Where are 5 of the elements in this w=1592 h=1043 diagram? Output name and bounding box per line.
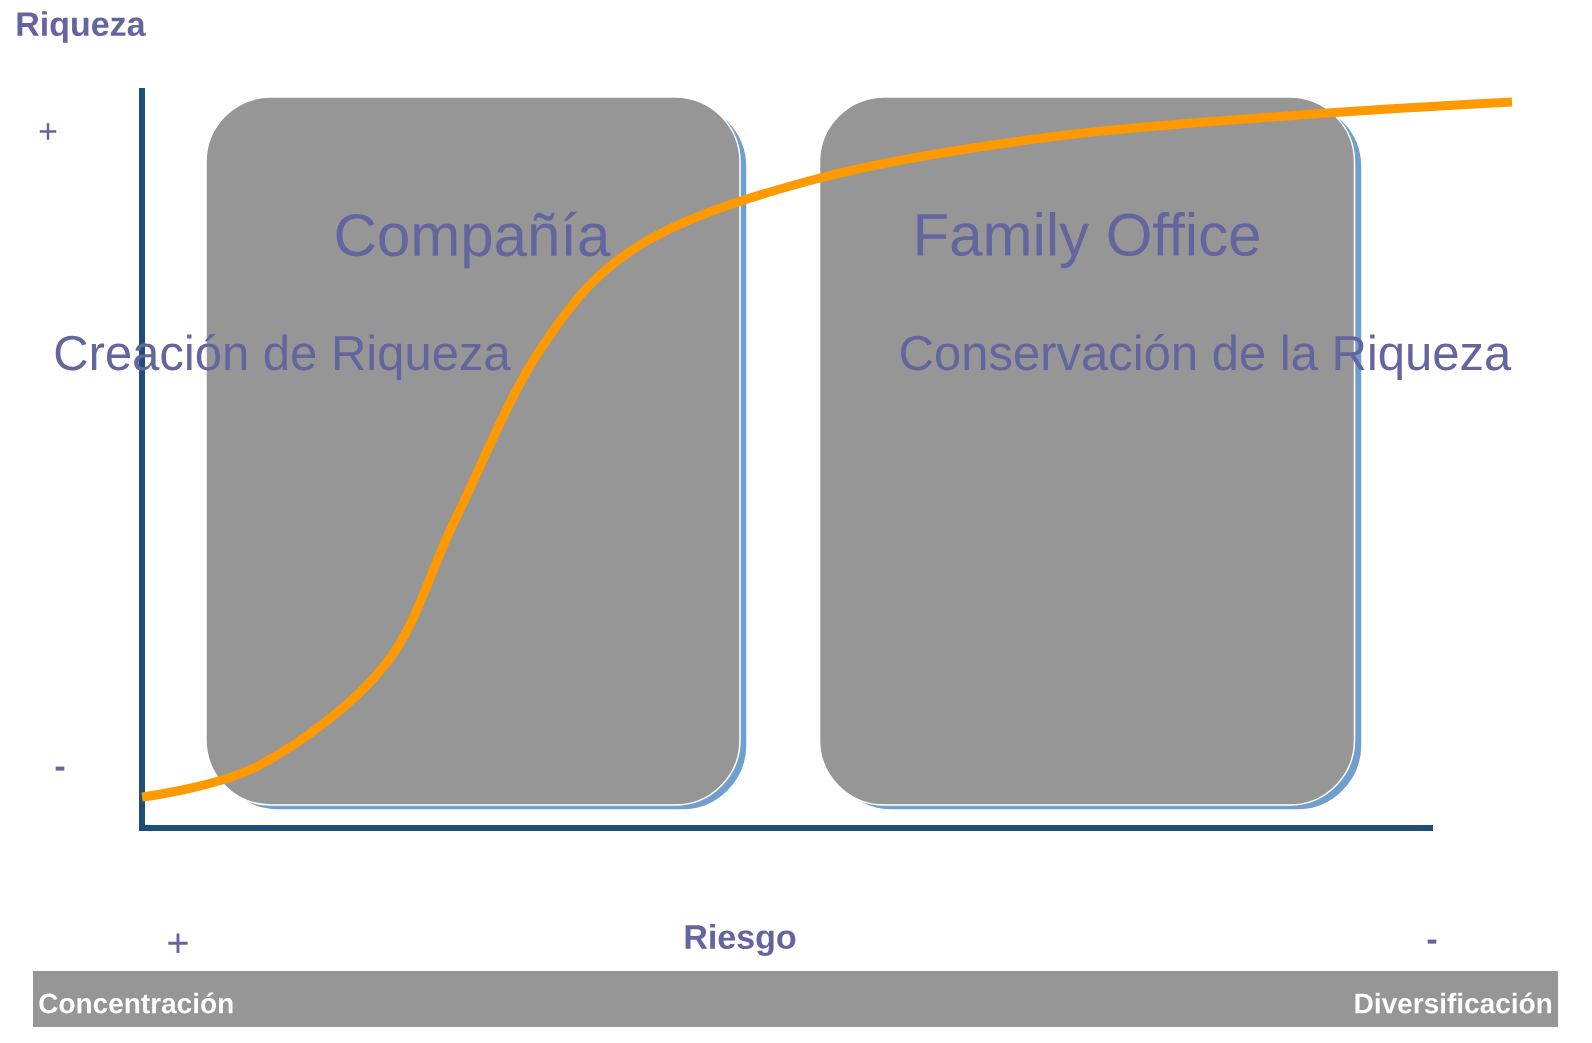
- axis-sign: -: [55, 766, 65, 771]
- band-label: Concentración: [39, 992, 233, 1014]
- band-label: Diversificación: [1355, 992, 1552, 1014]
- axis-sign: +: [39, 123, 57, 140]
- axis-title: Riqueza: [17, 11, 146, 43]
